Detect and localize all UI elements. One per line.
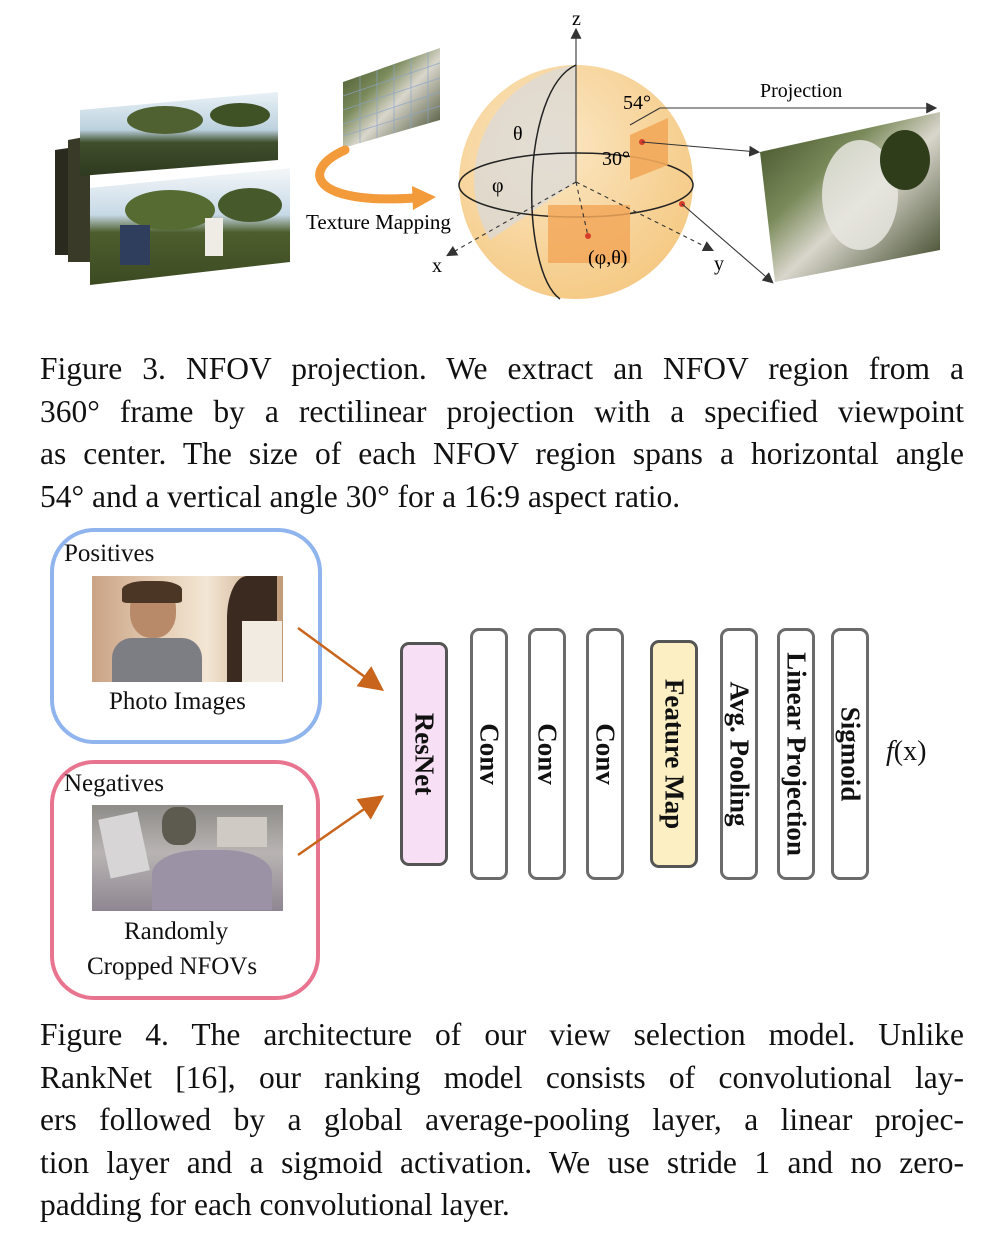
theta-label: θ bbox=[513, 123, 523, 145]
axis-z-label: z bbox=[572, 8, 581, 30]
layer-conv-3: Conv bbox=[586, 628, 624, 880]
vertical-angle-label: 30° bbox=[602, 148, 630, 170]
positives-group bbox=[50, 528, 322, 744]
axis-x-label: x bbox=[432, 255, 442, 277]
negatives-label-1: Randomly bbox=[124, 918, 229, 945]
caption-line: as center. The size of each NFOV region … bbox=[40, 436, 964, 471]
positive-arrow bbox=[297, 626, 385, 691]
positives-label: Photo Images bbox=[109, 688, 246, 715]
figure-3-caption: Figure 3. NFOV projection. We extract an… bbox=[40, 348, 964, 518]
positive-photo bbox=[92, 576, 283, 682]
texture-mapping-arrow bbox=[315, 145, 420, 204]
point-label: (φ,θ) bbox=[588, 247, 627, 269]
layer-conv-1: Conv bbox=[470, 628, 508, 880]
layer-conv-2: Conv bbox=[528, 628, 566, 880]
layer-linear-projection: Linear Projection bbox=[777, 628, 815, 880]
figure-4-caption: Figure 4. The architecture of our view s… bbox=[40, 1014, 964, 1227]
frame-stack bbox=[55, 92, 290, 285]
frame-front-trees bbox=[125, 190, 215, 230]
texture-source-image bbox=[342, 48, 441, 148]
figure-4: Positives Photo Images Negatives Randoml… bbox=[0, 520, 1008, 1010]
figure-3: Texture Mapping z x y θ φ 54° 30° (φ,θ bbox=[0, 0, 1008, 340]
horizontal-angle-label: 54° bbox=[623, 92, 651, 114]
texture-mapping-label: Texture Mapping bbox=[306, 210, 451, 234]
negatives-group bbox=[50, 760, 320, 1000]
caption-line: tion layer and a sigmoid activation. We … bbox=[40, 1144, 964, 1180]
caption-line: Figure 3. NFOV projection. We extract an… bbox=[40, 351, 964, 386]
caption-line: ers followed by a global average-pooling… bbox=[40, 1102, 964, 1137]
negative-photo bbox=[92, 805, 283, 911]
axes bbox=[446, 27, 714, 257]
axis-y-label: y bbox=[714, 253, 724, 275]
projection-label: Projection bbox=[760, 80, 842, 102]
negatives-label-2: Cropped NFOVs bbox=[87, 953, 258, 980]
figure-3-diagram: Texture Mapping z x y θ φ 54° 30° (φ,θ bbox=[55, 8, 940, 300]
layer-sigmoid: Sigmoid bbox=[831, 628, 869, 880]
negative-arrow bbox=[297, 795, 385, 857]
negatives-title: Negatives bbox=[64, 770, 164, 797]
caption-line: Figure 4. The architecture of our view s… bbox=[40, 1017, 964, 1052]
frame-top-trees bbox=[127, 106, 203, 134]
input-arrows bbox=[297, 626, 385, 857]
output-f: f bbox=[886, 736, 894, 767]
caption-line: 54° and a vertical angle 30° for a 16:9 … bbox=[40, 478, 681, 514]
layer-avg-pooling: Avg. Pooling bbox=[720, 628, 758, 880]
nfov-output-image bbox=[760, 112, 940, 282]
phi-label: φ bbox=[492, 175, 504, 197]
projection-arrows bbox=[641, 102, 938, 284]
caption-line: padding for each convolutional layer. bbox=[40, 1187, 510, 1222]
caption-line: RankNet [16], our ranking model consists… bbox=[40, 1059, 964, 1095]
positives-title: Positives bbox=[64, 540, 155, 567]
output-label: f(x) bbox=[886, 736, 926, 768]
output-x: (x) bbox=[893, 736, 927, 767]
layer-resnet: ResNet bbox=[400, 642, 448, 866]
caption-line: 360° frame by a rectilinear projection w… bbox=[40, 393, 964, 429]
layer-feature-map: Feature Map bbox=[650, 640, 698, 868]
